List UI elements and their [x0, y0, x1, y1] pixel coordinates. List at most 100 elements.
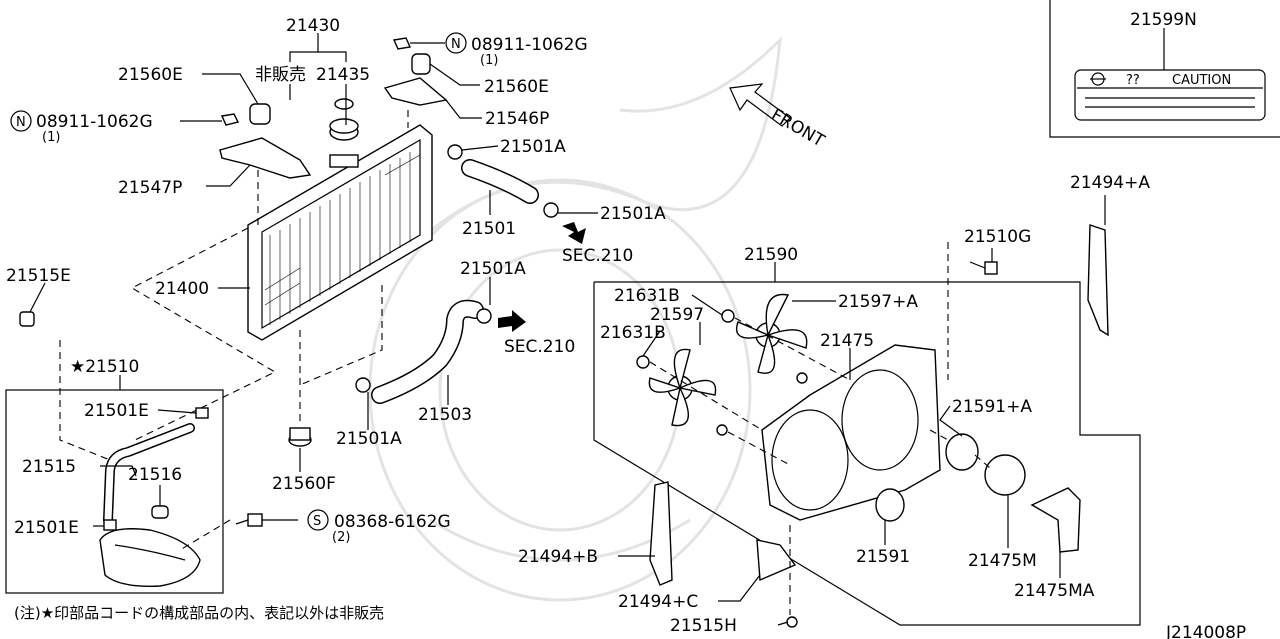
label-21501E-2: 21501E — [14, 518, 79, 538]
caution-question-marks: ?? — [1126, 73, 1140, 88]
label-21597A: 21597+A — [838, 292, 918, 312]
label-21494A: 21494+A — [1070, 173, 1150, 193]
fan-motor-21591A[interactable] — [945, 433, 979, 471]
radiator-top-tank — [329, 154, 359, 168]
fan-shroud-21475[interactable] — [761, 344, 941, 521]
label-08911-top: 08911-1062G — [471, 35, 588, 55]
label-21631B-2: 21631B — [600, 323, 666, 343]
label-21590: 21590 — [744, 245, 798, 265]
label-21510: ★21510 — [70, 357, 139, 377]
label-sec210-2: SEC.210 — [504, 337, 575, 357]
label-08368: 08368-6162G — [334, 512, 451, 532]
label-front: FRONT — [768, 105, 829, 152]
fan-blade-21597[interactable] — [648, 348, 717, 427]
qty-top: (1) — [480, 53, 498, 68]
lower-hose-21503[interactable] — [371, 299, 484, 404]
hose-clamp-21501A-1[interactable] — [447, 144, 463, 160]
upper-hose-21501[interactable] — [461, 159, 539, 204]
leader-lines — [29, 33, 1106, 626]
front-arrow-icon — [729, 83, 791, 127]
deflector-21494C[interactable] — [756, 539, 797, 582]
radiator-core[interactable] — [247, 124, 433, 341]
circled-s-text: S — [313, 514, 321, 529]
label-21591: 21591 — [856, 547, 910, 567]
shroud-bolt-2[interactable] — [716, 424, 728, 436]
dashed-guides — [59, 110, 991, 615]
label-21516: 21516 — [128, 465, 182, 485]
radiator-cap[interactable] — [329, 118, 359, 141]
label-21510G: 21510G — [964, 227, 1031, 247]
circled-n-top-text: N — [451, 37, 461, 52]
label-not-for-sale: 非販売 — [255, 65, 306, 85]
label-21501A-1: 21501A — [500, 137, 566, 157]
label-21599N: 21599N — [1130, 10, 1197, 30]
bracket-21547P[interactable] — [219, 137, 312, 179]
cap-seal[interactable] — [334, 98, 354, 110]
reservoir-cap-21516[interactable] — [151, 505, 169, 519]
fan-blade-21597A[interactable] — [736, 293, 808, 374]
mount-bushing-21560E-left[interactable] — [249, 103, 271, 125]
bolt-08368[interactable] — [235, 513, 263, 527]
label-21501A-3: 21501A — [460, 259, 526, 279]
label-21560E-right: 21560E — [484, 77, 549, 97]
hose-clamp-21501A-3[interactable] — [476, 308, 492, 324]
label-21597: 21597 — [650, 305, 704, 325]
label-21430: 21430 — [286, 16, 340, 36]
hose-clamp-21501A-4[interactable] — [355, 377, 371, 393]
bolt-21510G[interactable] — [969, 261, 998, 275]
caution-label-panel — [1049, 0, 1280, 138]
label-21560E-left: 21560E — [118, 65, 183, 85]
deflector-21494B[interactable] — [649, 481, 673, 586]
arrow-to-sec210-2 — [498, 310, 526, 332]
label-21515H: 21515H — [670, 616, 737, 636]
circled-n-marker-left — [10, 110, 32, 132]
nissan-logo-icon — [1090, 72, 1106, 86]
label-21501A-4: 21501A — [336, 429, 402, 449]
caution-text: CAUTION — [1172, 73, 1231, 88]
footnote: (注)★印部品コードの構成部品の内、表記以外は非販売 — [14, 604, 384, 622]
label-08911-left: 08911-1062G — [36, 112, 153, 132]
label-21475: 21475 — [820, 331, 874, 351]
fan-nut-21631B-2[interactable] — [636, 355, 650, 369]
label-21503: 21503 — [418, 405, 472, 425]
circled-s-marker — [307, 509, 329, 531]
reservoir-hose-21515[interactable] — [103, 423, 195, 525]
arrow-to-sec210-1 — [562, 222, 586, 244]
nut-08911-top[interactable] — [392, 37, 412, 50]
clip-21515E[interactable] — [19, 311, 35, 327]
deflector-21494A[interactable] — [1087, 224, 1109, 337]
nut-08911-left[interactable] — [220, 113, 240, 126]
label-21631B-1: 21631B — [614, 286, 680, 306]
clip-21515H[interactable] — [786, 616, 798, 628]
reservoir-tank-21510[interactable] — [99, 528, 201, 587]
label-21515E: 21515E — [6, 266, 71, 286]
diagram-id: J214008P — [1165, 623, 1246, 639]
label-21475MA: 21475MA — [1014, 581, 1095, 601]
hose-clip-21501E-1[interactable] — [195, 407, 209, 419]
label-21494B: 21494+B — [518, 547, 598, 567]
fan-assembly-outline-21590 — [593, 262, 1141, 626]
fan-nut-21631B-1[interactable] — [721, 309, 735, 323]
label-sec210-1: SEC.210 — [562, 246, 633, 266]
label-21501E-1: 21501E — [84, 401, 149, 421]
label-21547P: 21547P — [118, 178, 182, 198]
mount-bushing-21560E-right[interactable] — [411, 53, 431, 75]
bracket-21546P[interactable] — [383, 77, 448, 106]
hose-clip-21501E-2[interactable] — [103, 519, 117, 531]
qty-08368: (2) — [332, 530, 350, 545]
label-21475M: 21475M — [968, 551, 1037, 571]
shroud-bolt-1[interactable] — [796, 372, 808, 384]
label-21435: 21435 — [316, 65, 370, 85]
label-21501A-2: 21501A — [600, 204, 666, 224]
label-21400: 21400 — [155, 279, 209, 299]
fan-motor-21591[interactable] — [875, 488, 905, 522]
label-21591A: 21591+A — [952, 397, 1032, 417]
hose-clamp-21501A-2[interactable] — [543, 202, 559, 218]
bracket-21475MA[interactable] — [1030, 487, 1081, 553]
label-21501: 21501 — [462, 219, 516, 239]
mount-bushing-21560F[interactable] — [288, 427, 312, 447]
qty-left: (1) — [42, 130, 60, 145]
motor-cover-21475M[interactable] — [984, 454, 1026, 496]
reservoir-tank-group-box — [5, 389, 224, 594]
